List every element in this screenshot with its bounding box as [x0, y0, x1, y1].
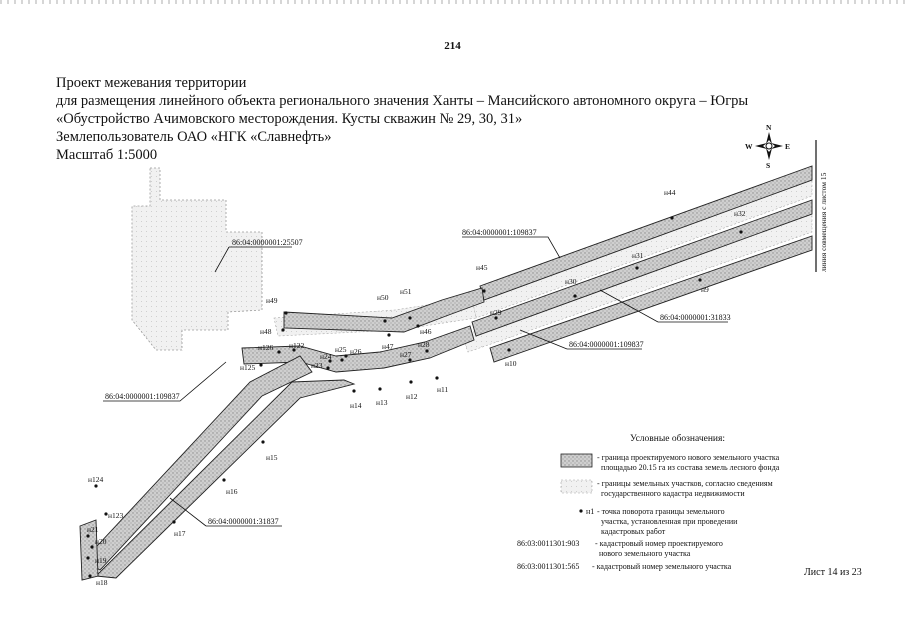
scan-edge [0, 0, 905, 4]
cadastral-label-3: 86:04:0000001:31833 [660, 313, 731, 322]
title-line-2: для размещения линейного объекта региона… [56, 93, 749, 109]
point-n20: н20 [95, 537, 107, 546]
well-pad-area [131, 167, 263, 351]
legend-item-projected: - граница проектируемого нового земельно… [597, 453, 779, 473]
point-n19: н19 [95, 556, 107, 565]
legend-item-existing: - границы земельных участков, согласно с… [597, 479, 773, 499]
point-n51: н51 [400, 287, 412, 296]
compass-w: W [745, 142, 753, 151]
title-line-4: Землепользователь ОАО «НГК «Славнефть» [56, 129, 332, 145]
document-title: Проект межевания территории для размещен… [56, 74, 748, 164]
point-n10: н10 [505, 359, 517, 368]
page-number: 214 [444, 40, 461, 52]
compass-e: E [785, 142, 790, 151]
point-n44: н44 [664, 188, 676, 197]
point-n126: н126 [258, 343, 274, 352]
point-n30: н30 [565, 277, 577, 286]
point-n32: н32 [734, 209, 746, 218]
legend-item-code-existing: - кадастровый номер земельного участка [592, 562, 732, 571]
legend-item-code-projected-line1: - кадастровый номер проектируемого [595, 539, 723, 548]
legend-item-existing-line1: - границы земельных участков, согласно с… [597, 479, 773, 488]
point-n26: н26 [350, 347, 362, 356]
title-line-5: Масштаб 1:5000 [56, 147, 158, 163]
legend-item-existing-line2: государственного кадастра недвижимости [601, 489, 745, 498]
point-n17: н17 [174, 529, 186, 538]
title-line-1: Проект межевания территории [56, 75, 247, 91]
cadastral-label-5: 86:04:0000001:109837 [105, 392, 180, 401]
point-n28: н28 [418, 340, 430, 349]
legend-item-projected-line2: площадью 20.15 га из состава земель лесн… [601, 463, 780, 472]
point-n29: н29 [490, 308, 502, 317]
cadastral-leaders [103, 236, 728, 527]
point-n122: н122 [289, 341, 305, 350]
turning-point-markers [86, 216, 743, 578]
point-n11: н11 [437, 385, 448, 394]
compass-s: S [766, 161, 770, 170]
point-n13: н13 [376, 398, 388, 407]
legend-item-code-projected-line2: нового земельного участка [599, 549, 691, 558]
alignment-line-label: линия совмещения с листом 15 [819, 172, 828, 272]
point-n23: н23 [311, 361, 323, 370]
legend-item-point-line2: участка, установленная при проведении [601, 517, 738, 526]
sheet-number: Лист 14 из 23 [804, 567, 862, 578]
point-n45: н45 [476, 263, 488, 272]
point-n50: н50 [377, 293, 389, 302]
point-n47: н47 [382, 342, 394, 351]
point-n27: н27 [400, 350, 412, 359]
compass-n: N [766, 123, 772, 132]
point-n9: н9 [701, 285, 709, 294]
point-n15: н15 [266, 453, 278, 462]
legend-code-existing: 86:03:0011301:565 [517, 562, 580, 571]
compass-rose-icon [755, 132, 783, 160]
cadastral-label-4: 86:04:0000001:109837 [569, 340, 644, 349]
point-n48: н48 [260, 327, 272, 336]
cadastral-label-6: 86:04:0000001:31837 [208, 517, 279, 526]
legend-item-point-line3: кадастровых работ [601, 527, 666, 536]
point-n18: н18 [96, 578, 108, 587]
legend-swatch-existing [560, 479, 593, 494]
legend-code-projected: 86:03:0011301:903 [517, 539, 580, 548]
point-n46: н46 [420, 327, 432, 336]
point-n49: н49 [266, 296, 278, 305]
point-n31: н31 [632, 251, 644, 260]
legend-swatch-projected [560, 453, 593, 468]
point-n25: н25 [335, 345, 347, 354]
projected-plot [79, 165, 813, 581]
legend-title: Условные обозначения: [630, 434, 726, 444]
point-n16: н16 [226, 487, 238, 496]
point-n123: н123 [108, 511, 124, 520]
point-n14: н14 [350, 401, 362, 410]
legend-item-point-line1: - точка поворота границы земельного [597, 507, 725, 516]
title-line-3: «Обустройство Ачимовского месторождения.… [56, 111, 523, 127]
point-n21: н21 [87, 525, 99, 534]
point-n124: н124 [88, 475, 104, 484]
legend-point-marker-icon [579, 509, 583, 513]
cadastral-label-1: 86:04:0000001:25507 [232, 238, 303, 247]
point-n24: н24 [320, 352, 332, 361]
point-n125: н125 [240, 363, 256, 372]
cadastral-label-2: 86:04:0000001:109837 [462, 228, 537, 237]
legend-item-code-projected: - кадастровый номер проектируемого новог… [595, 539, 723, 559]
point-n12: н12 [406, 392, 418, 401]
legend-item-point: - точка поворота границы земельного учас… [597, 507, 737, 537]
legend-item-marker-label: н1 [586, 507, 595, 516]
legend-item-projected-line1: - граница проектируемого нового земельно… [597, 453, 780, 462]
